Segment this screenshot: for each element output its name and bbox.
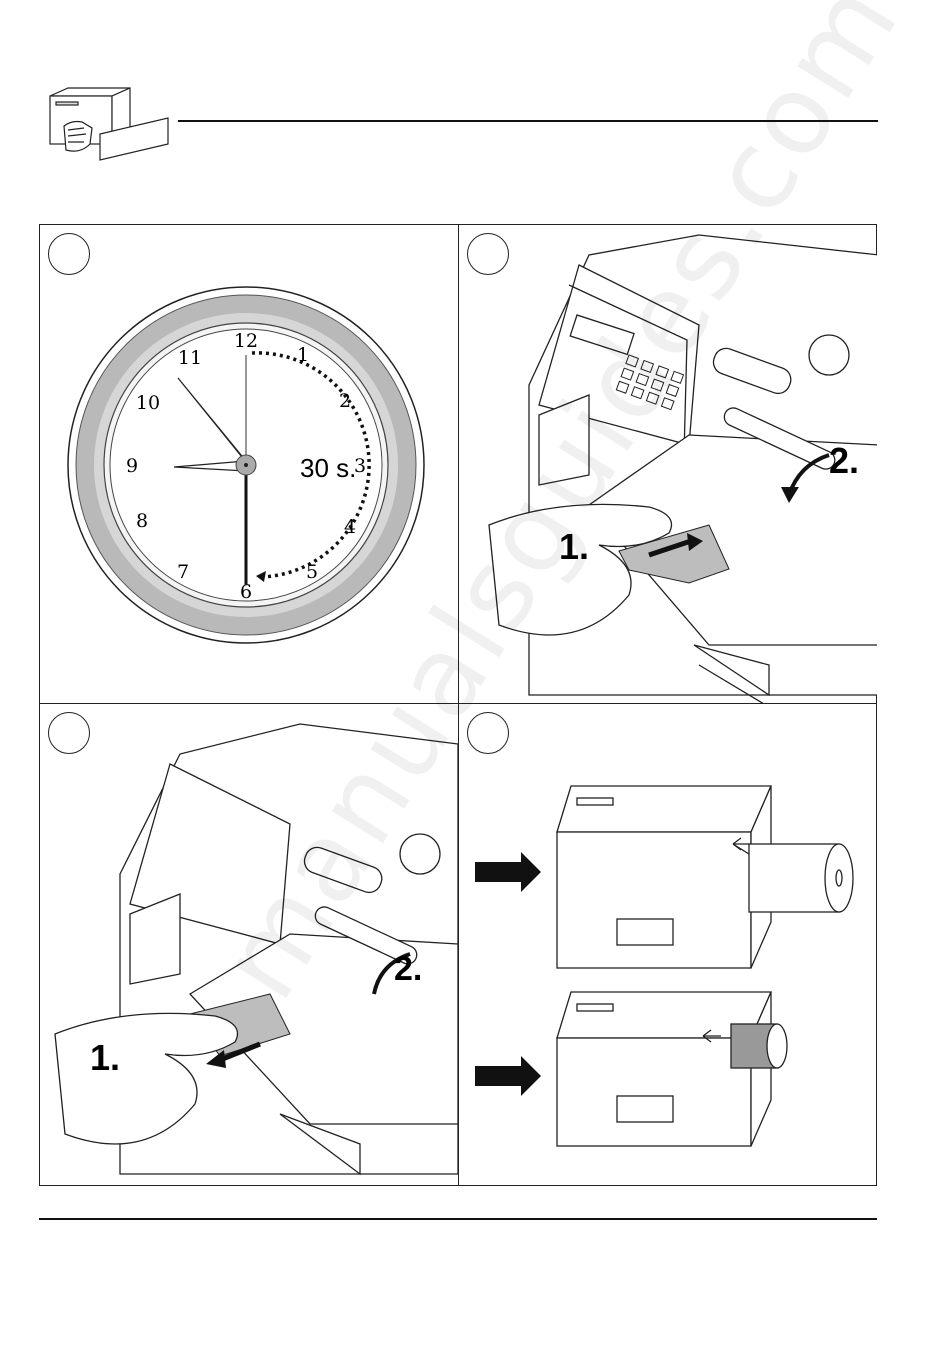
right-arrow-icon (475, 1056, 541, 1096)
panel-insert-label: 1. 2. (459, 225, 877, 703)
instruction-grid: 12 1 2 3 4 5 6 7 8 9 10 11 30 s. (39, 224, 877, 1186)
clock-numeral-1: 1 (297, 344, 309, 366)
printer-manual-icon (38, 84, 178, 170)
step-label-2: 2. (829, 440, 859, 481)
printer-insert-illustration: 1. 2. (459, 225, 877, 703)
step-label-1: 1. (559, 526, 589, 567)
right-arrow-icon (475, 852, 541, 892)
clock-numeral-10: 10 (136, 392, 160, 414)
step-label-2: 2. (394, 950, 422, 988)
clock-numeral-8: 8 (136, 510, 148, 532)
clock-numeral-9: 9 (126, 455, 138, 477)
duration-label: 30 s. (300, 453, 356, 483)
clock-numeral-7: 7 (177, 561, 189, 583)
clock-numeral-4: 4 (344, 516, 356, 538)
clock-numeral-12: 12 (234, 330, 258, 352)
header-rule (178, 120, 878, 122)
step-label-1: 1. (90, 1037, 120, 1078)
clock-numeral-5: 5 (306, 561, 318, 583)
panel-wait-clock: 12 1 2 3 4 5 6 7 8 9 10 11 30 s. (40, 225, 458, 703)
clock-numeral-2: 2 (339, 390, 351, 412)
panel-media-rolls (459, 704, 877, 1182)
printer-remove-illustration: 1. 2. (40, 704, 458, 1186)
panel-remove-label: 1. 2. (40, 704, 458, 1182)
footer-rule (39, 1218, 877, 1220)
clock-illustration: 12 1 2 3 4 5 6 7 8 9 10 11 30 s. (40, 225, 458, 703)
clock-numeral-11: 11 (178, 347, 202, 369)
media-rolls-illustration (459, 704, 877, 1186)
